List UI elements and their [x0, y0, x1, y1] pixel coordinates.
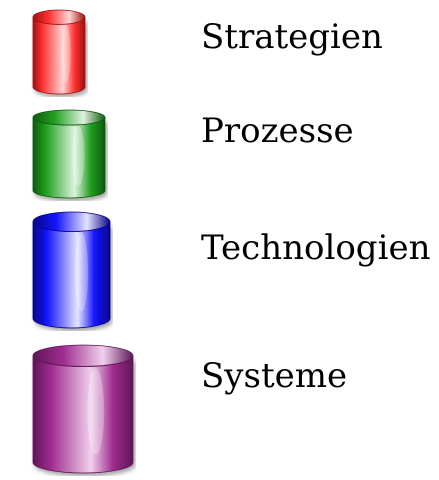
systeme-cylinder-icon — [32, 344, 134, 474]
technologien-cylinder-icon — [32, 211, 111, 329]
strategien-label: Strategien — [201, 17, 383, 57]
cylinder-body — [32, 117, 106, 199]
systeme-label: Systeme — [201, 356, 348, 396]
cylinder-highlight — [74, 233, 89, 312]
cylinder-body — [32, 17, 86, 95]
technologien-label: Technologien — [201, 228, 431, 268]
strategien-cylinder-icon — [32, 9, 86, 95]
cylinder-body — [32, 355, 134, 474]
cylinder-top — [32, 9, 86, 25]
prozesse-cylinder-icon — [32, 109, 106, 199]
cylinder-body — [32, 221, 111, 329]
prozesse-label: Prozesse — [201, 111, 354, 151]
cylinder-highlight — [72, 125, 85, 186]
cylinder-highlight — [61, 25, 71, 83]
cylinder-top — [32, 344, 134, 367]
cylinder-top — [32, 109, 106, 126]
cylinder-highlight — [87, 368, 105, 455]
cylinder-top — [32, 211, 111, 232]
